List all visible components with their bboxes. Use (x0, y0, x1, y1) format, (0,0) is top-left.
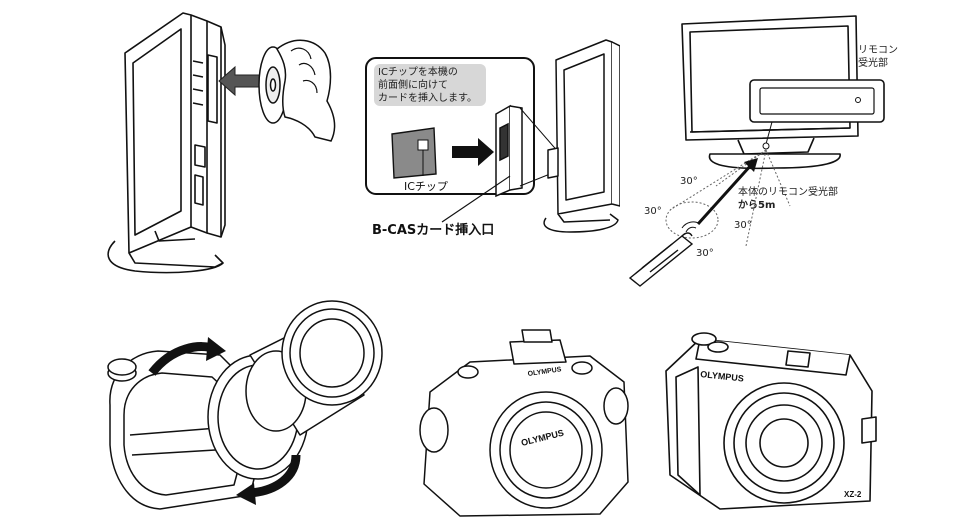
range-label-line: 本体のリモコン受光部 (738, 187, 838, 198)
angle-right: 30° (734, 220, 752, 231)
camera-brand-mark: OLYMPUS (700, 369, 744, 384)
angle-left: 30° (644, 206, 662, 217)
callout-line: 前面側に向けて (378, 80, 448, 91)
remote-range-illustration: リモコン 受光部 本体のリモコン受光部 から5m 30° 30° 30° 30° (620, 10, 900, 290)
housing-closed-illustration: OLYMPUS OLYMPUS (410, 322, 640, 522)
housing-open-illustration (100, 295, 390, 520)
disc-insert-illustration (95, 5, 355, 277)
sensor-label-line: 受光部 (858, 58, 888, 69)
bcas-callout-text: ICチップを本機の 前面側に向けて カードを挿入します。 (378, 66, 477, 105)
sensor-label-line: リモコン (858, 45, 898, 56)
angle-bottom: 30° (696, 248, 714, 259)
compact-camera-illustration: OLYMPUS XZ-2 (660, 325, 885, 520)
callout-line: カードを挿入します。 (378, 93, 477, 104)
callout-line: ICチップを本機の (378, 67, 458, 78)
housing-top-brand-mark: OLYMPUS (527, 366, 562, 378)
bcas-slot-label: B-CASカード挿入口 (372, 223, 495, 238)
ic-chip-label: ICチップ (404, 180, 448, 193)
bcas-card-illustration: ICチップを本機の 前面側に向けて カードを挿入します。 ICチップ B-CAS… (360, 36, 620, 241)
camera-model-badge: XZ-2 (844, 490, 862, 499)
angle-top: 30° (680, 176, 698, 187)
range-label: 本体のリモコン受光部 から5m (738, 186, 838, 212)
range-label-line: から5m (738, 200, 776, 211)
sensor-label: リモコン 受光部 (858, 44, 898, 70)
